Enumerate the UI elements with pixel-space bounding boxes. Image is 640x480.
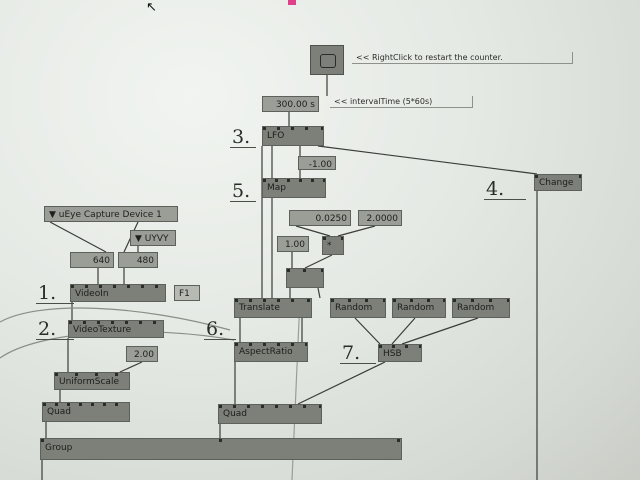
device-enum[interactable]: ▼ uEye Capture Device 1 — [44, 206, 178, 222]
uniformscale-label: UniformScale — [59, 377, 119, 387]
videoin-node[interactable]: VideoIn — [70, 284, 166, 302]
bang-comment: << RightClick to restart the counter. — [352, 52, 573, 64]
multiply-label: * — [327, 241, 332, 251]
lfo-label: LFO — [267, 131, 285, 141]
map-label: Map — [267, 183, 286, 193]
pink-marker — [288, 0, 296, 5]
scale-iobox[interactable]: 2.00 — [126, 346, 158, 362]
random-label-3: Random — [457, 303, 495, 313]
videotexture-node[interactable]: VideoTexture — [68, 320, 164, 338]
translate-label: Translate — [239, 303, 280, 313]
quad-left-node[interactable]: Quad — [42, 402, 130, 422]
quad-left-label: Quad — [47, 407, 72, 417]
quad-right-label: Quad — [223, 409, 248, 419]
lfo-node[interactable]: LFO — [262, 126, 324, 146]
uniformscale-node[interactable]: UniformScale — [54, 372, 130, 390]
marker-7: 7. — [340, 344, 376, 364]
aspectratio-node[interactable]: AspectRatio — [234, 342, 308, 362]
random-label-2: Random — [397, 303, 435, 313]
interval-comment: << intervalTime (5*60s) — [330, 96, 473, 108]
multiply-node[interactable]: * — [322, 236, 344, 255]
random-node-1[interactable]: Random — [330, 298, 386, 318]
hsb-node[interactable]: HSB — [378, 344, 422, 362]
marker-4: 4. — [484, 180, 526, 200]
width-iobox[interactable]: 640 — [70, 252, 114, 268]
videoin-label: VideoIn — [75, 289, 109, 299]
random-node-3[interactable]: Random — [452, 298, 510, 318]
change-node[interactable]: Change — [534, 174, 582, 191]
aspectratio-label: AspectRatio — [239, 347, 293, 357]
group-label: Group — [45, 443, 73, 453]
quad-right-node[interactable]: Quad — [218, 404, 322, 424]
translate-node[interactable]: Translate — [234, 298, 312, 318]
random-node-2[interactable]: Random — [392, 298, 446, 318]
random-label-1: Random — [335, 303, 373, 313]
add-node[interactable] — [286, 268, 324, 288]
marker-6: 6. — [204, 320, 236, 340]
marker-5: 5. — [230, 182, 257, 202]
map-iobox[interactable]: -1.00 — [298, 156, 336, 170]
height-iobox[interactable]: 480 — [118, 252, 158, 268]
value-a-iobox[interactable]: 0.0250 — [289, 210, 351, 226]
videotexture-label: VideoTexture — [73, 325, 132, 335]
map-node[interactable]: Map — [262, 178, 326, 198]
marker-2: 2. — [36, 320, 74, 340]
value-c-iobox[interactable]: 1.00 — [277, 236, 309, 252]
group-node[interactable]: Group — [40, 438, 402, 460]
format-enum[interactable]: ▼ UYVY — [130, 230, 176, 246]
marker-1: 1. — [36, 284, 74, 304]
bang-button[interactable] — [310, 45, 344, 75]
mouse-cursor-icon: ↖ — [146, 0, 157, 15]
bang-icon — [320, 54, 336, 68]
interval-iobox[interactable]: 300.00 s — [262, 96, 319, 112]
f1-box[interactable]: F1 — [174, 285, 200, 301]
hsb-label: HSB — [383, 349, 402, 359]
marker-3: 3. — [230, 128, 257, 148]
change-label: Change — [539, 178, 574, 188]
value-b-iobox[interactable]: 2.0000 — [358, 210, 402, 226]
